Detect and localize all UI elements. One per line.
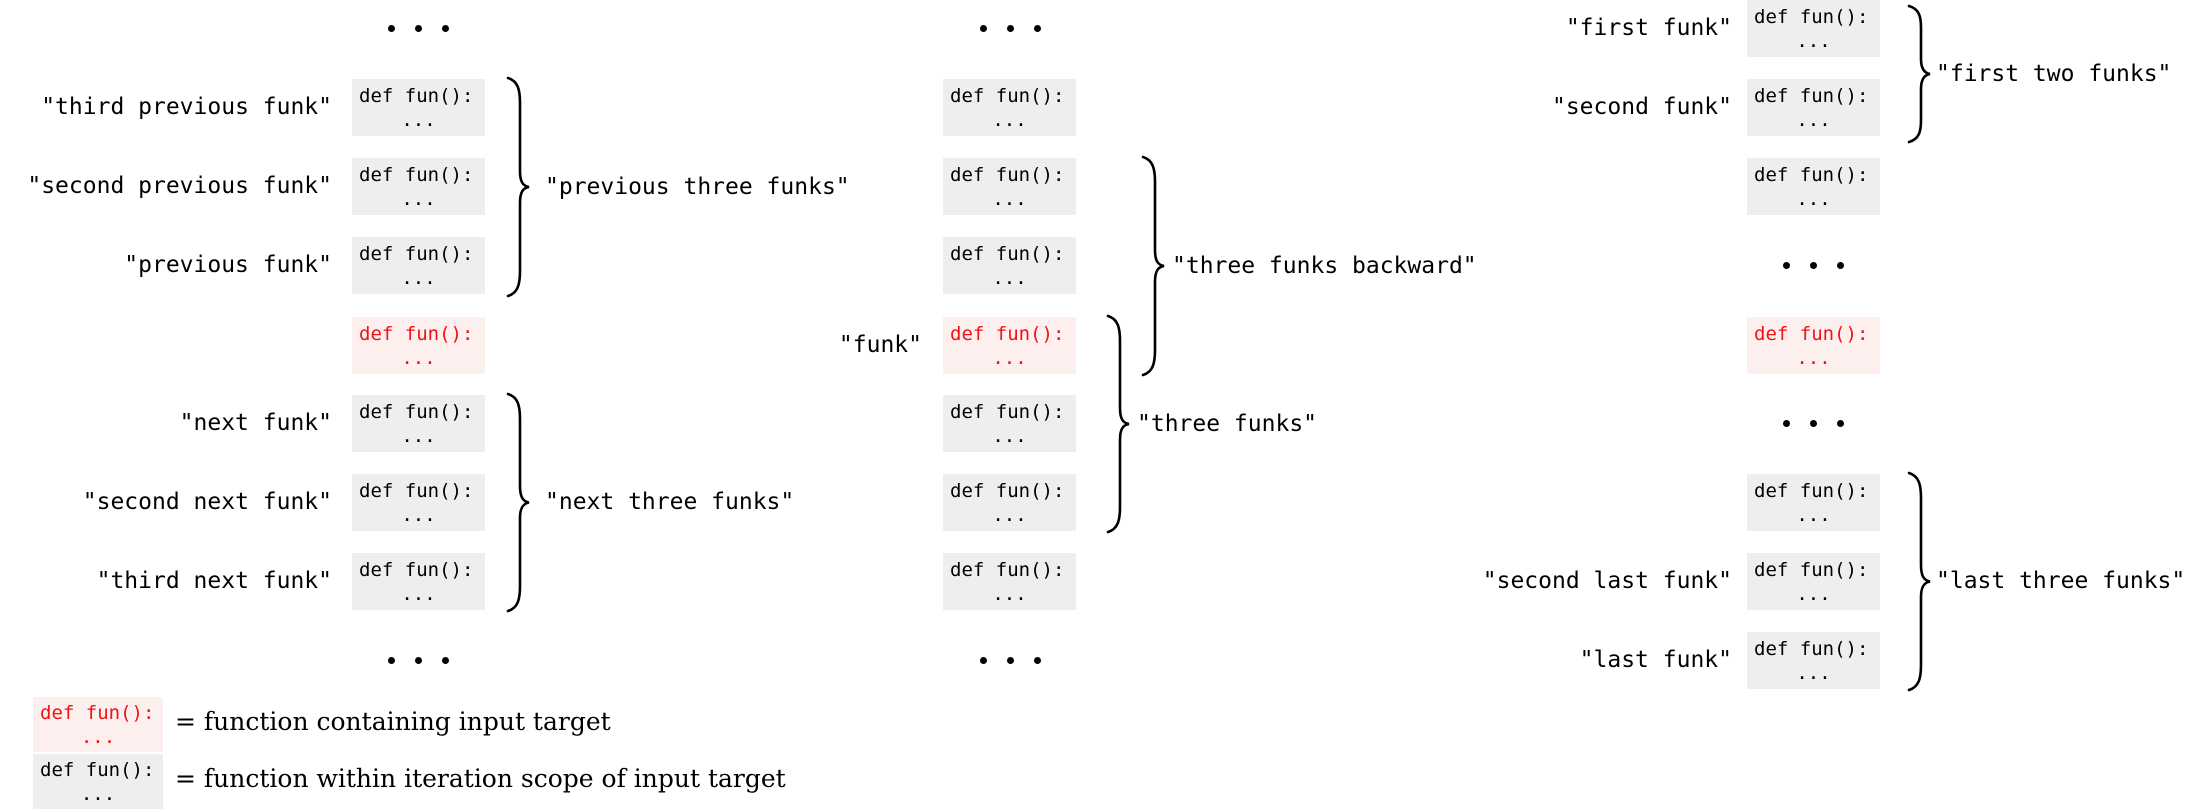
code-box: def fun():... [352, 237, 485, 294]
brace-label-last-three-funks: "last three funks" [1936, 568, 2186, 594]
code-box: def fun():... [1747, 474, 1880, 531]
code-box: def fun():... [943, 395, 1076, 452]
code-box: def fun():... [352, 474, 485, 531]
target-code-box: def fun():... [943, 317, 1076, 374]
row-label-second-funk: "second funk" [1551, 94, 1732, 120]
code-box: def fun():... [1747, 79, 1880, 136]
curly-brace-next-three-funks [505, 392, 532, 613]
code-box: def fun():... [1747, 553, 1880, 610]
code-box: def fun():... [943, 474, 1076, 531]
curly-brace-three-funks [1105, 314, 1132, 534]
row-label-first-funk: "first funk" [1565, 15, 1732, 41]
row-label-funk: "funk" [838, 332, 922, 358]
brace-label-three-funks-backward: "three funks backward" [1172, 253, 1477, 279]
brace-label-next-three-funks: "next three funks" [545, 489, 795, 515]
target-code-box: def fun():... [352, 317, 485, 374]
brace-label-previous-three-funks: "previous three funks" [545, 174, 850, 200]
code-box: def fun():... [352, 158, 485, 215]
row-label-last-funk: "last funk" [1579, 647, 1732, 673]
ellipsis [1783, 262, 1844, 269]
ellipsis [1783, 420, 1844, 427]
curly-brace-last-three-funks [1906, 471, 1933, 692]
row-label-second-previous-funk: "second previous funk" [27, 173, 332, 199]
curly-brace-three-funks-backward [1140, 155, 1167, 377]
row-label-second-next-funk: "second next funk" [82, 489, 332, 515]
code-box: def fun():... [1747, 0, 1880, 57]
curly-brace-first-two-funks [1906, 4, 1933, 144]
row-label-third-next-funk: "third next funk" [96, 568, 332, 594]
legend-target-text: = function containing input target [175, 707, 611, 736]
row-label-previous-funk: "previous funk" [124, 252, 332, 278]
ellipsis [980, 657, 1041, 664]
row-label-third-previous-funk: "third previous funk" [41, 94, 332, 120]
code-box: def fun():... [352, 553, 485, 610]
target-code-box: def fun():... [1747, 317, 1880, 374]
code-box: def fun():... [943, 553, 1076, 610]
legend-scope-text: = function within iteration scope of inp… [175, 764, 786, 793]
legend-target-swatch: def fun():... [33, 697, 163, 752]
ellipsis [388, 25, 449, 32]
code-box: def fun():... [352, 395, 485, 452]
ellipsis [980, 25, 1041, 32]
code-box: def fun():... [943, 158, 1076, 215]
ellipsis [388, 657, 449, 664]
code-box: def fun():... [352, 79, 485, 136]
brace-label-first-two-funks: "first two funks" [1936, 61, 2172, 87]
code-box: def fun():... [1747, 632, 1880, 689]
code-box: def fun():... [1747, 158, 1880, 215]
curly-brace-previous-three-funks [505, 76, 532, 298]
row-label-next-funk: "next funk" [179, 410, 332, 436]
row-label-second-last-funk: "second last funk" [1482, 568, 1732, 594]
code-box: def fun():... [943, 79, 1076, 136]
brace-label-three-funks: "three funks" [1137, 411, 1318, 437]
code-box: def fun():... [943, 237, 1076, 294]
legend-scope-swatch: def fun():... [33, 754, 163, 809]
